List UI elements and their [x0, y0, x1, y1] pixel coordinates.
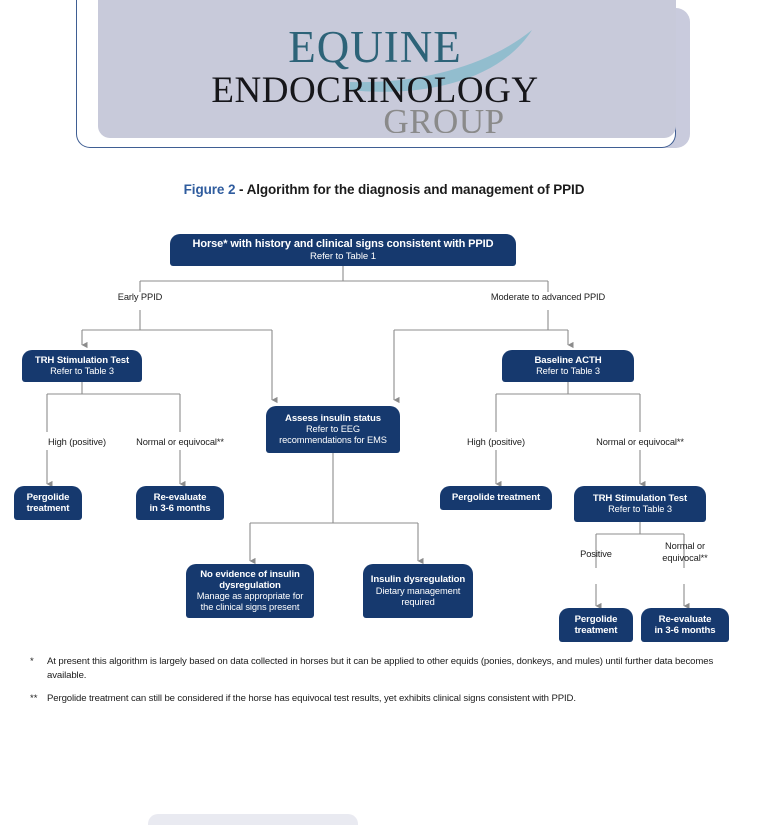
edge-label-high-positive-left: High (positive)	[48, 437, 106, 447]
footnotes: * At present this algorithm is largely b…	[30, 655, 750, 715]
node-trh-right-line2: Refer to Table 3	[608, 504, 672, 515]
node-trh-left-line1: TRH Stimulation Test	[34, 354, 130, 366]
node-id-yes-line1: Insulin dysregulation	[370, 574, 466, 586]
node-perg-left-line1: Pergolide treatment	[26, 491, 70, 514]
node-trh-left-line2: Refer to Table 3	[50, 366, 114, 377]
node-trh-right-line1: TRH Stimulation Test	[592, 492, 688, 504]
node-id-yes-line2: Dietary management required	[375, 585, 461, 607]
logo-line-equine: EQUINE	[288, 22, 461, 72]
node-assess-line2: Refer to EEG recommendations for EMS	[279, 424, 387, 446]
footnote-mark-2: **	[30, 692, 38, 704]
node-root[interactable]: Horse* with history and clinical signs c…	[170, 234, 516, 266]
node-pergolide-treatment-right[interactable]: Pergolide treatment	[440, 486, 552, 510]
node-pergolide-treatment-left[interactable]: Pergolide treatment	[14, 486, 82, 520]
edge-label-positive-branch: Positive	[580, 549, 612, 559]
equine-endocrinology-group-logo: EQUINE ENDOCRINOLOGY GROUP	[200, 18, 550, 133]
logo-line-endocrinology: ENDOCRINOLOGY	[211, 70, 538, 111]
node-reevaluate-branch[interactable]: Re-evaluate in 3-6 months	[641, 608, 729, 642]
edge-label-normal-equivocal-branch: Normal or equivocal**	[662, 541, 708, 563]
node-perg-right-line1: Pergolide treatment	[451, 492, 541, 504]
figure-number: Figure 2	[183, 182, 236, 197]
node-root-line1: Horse* with history and clinical signs c…	[192, 237, 494, 250]
footnote-mark-1: *	[30, 656, 34, 667]
edge-label-moderate-advanced-ppid: Moderate to advanced PPID	[490, 292, 606, 302]
node-baseline-acth[interactable]: Baseline ACTH Refer to Table 3	[502, 350, 634, 382]
logo-swoosh-icon	[350, 30, 532, 92]
edge-label-early-ppid: Early PPID	[117, 292, 163, 302]
banner-panel	[98, 0, 676, 138]
node-no-id-line1: No evidence of insulin dysregulation	[200, 568, 300, 592]
node-baseline-line2: Refer to Table 3	[536, 366, 600, 377]
node-no-insulin-dysregulation[interactable]: No evidence of insulin dysregulation Man…	[186, 564, 314, 618]
next-section-panel	[148, 814, 358, 825]
node-reeval-br-line1: Re-evaluate in 3-6 months	[654, 613, 716, 636]
node-trh-stimulation-test-right[interactable]: TRH Stimulation Test Refer to Table 3	[574, 486, 706, 522]
node-trh-stimulation-test-left[interactable]: TRH Stimulation Test Refer to Table 3	[22, 350, 142, 382]
edge-label-normal-equivocal-left: Normal or equivocal**	[136, 437, 224, 447]
node-baseline-line1: Baseline ACTH	[534, 354, 602, 366]
node-no-id-line2: Manage as appropriate for the clinical s…	[196, 591, 304, 613]
footnote-double-asterisk: ** Pergolide treatment can still be cons…	[30, 692, 750, 706]
node-assess-insulin-status[interactable]: Assess insulin status Refer to EEG recom…	[266, 406, 400, 453]
logo-svg: EQUINE ENDOCRINOLOGY GROUP	[211, 22, 538, 133]
edge-label-normal-equivocal-right: Normal or equivocal**	[596, 437, 684, 447]
node-pergolide-treatment-branch[interactable]: Pergolide treatment	[559, 608, 633, 642]
footnote-single-asterisk: * At present this algorithm is largely b…	[30, 655, 750, 683]
node-reeval-left-line1: Re-evaluate in 3-6 months	[149, 491, 211, 514]
logo-line-group: GROUP	[383, 102, 504, 133]
node-reevaluate-left[interactable]: Re-evaluate in 3-6 months	[136, 486, 224, 520]
figure-title: Figure 2 - Algorithm for the diagnosis a…	[0, 182, 768, 197]
footnote-text-1: At present this algorithm is largely bas…	[47, 656, 714, 681]
figure-title-text: Algorithm for the diagnosis and manageme…	[246, 182, 585, 197]
footnote-text-2: Pergolide treatment can still be conside…	[47, 692, 576, 704]
node-perg-br-line1: Pergolide treatment	[574, 613, 618, 636]
figure-title-dash: -	[239, 182, 244, 197]
edge-label-high-positive-right: High (positive)	[467, 437, 525, 447]
node-insulin-dysregulation[interactable]: Insulin dysregulation Dietary management…	[363, 564, 473, 618]
node-assess-line1: Assess insulin status	[284, 412, 381, 424]
node-root-line2: Refer to Table 1	[310, 250, 376, 262]
